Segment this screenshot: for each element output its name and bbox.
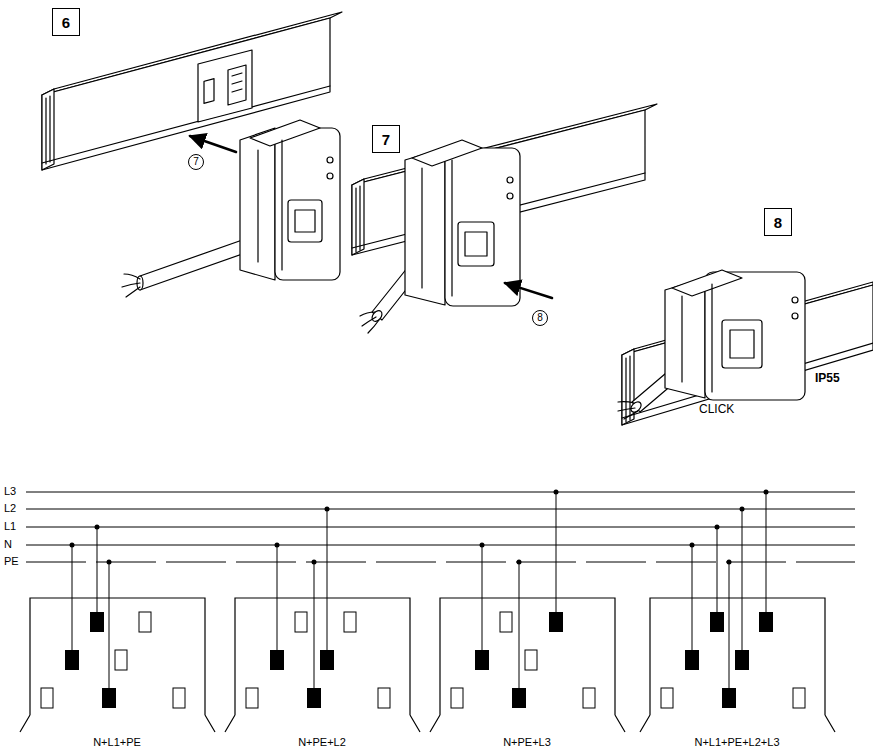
- socket-config: N+PE+L3: [502, 736, 552, 749]
- socket-outline: [20, 598, 835, 732]
- step-number: 6: [62, 15, 70, 30]
- conductor-name: L2: [3, 502, 17, 515]
- connector-adapter: [122, 120, 340, 297]
- conductor-name: N: [3, 538, 13, 551]
- socket-pins: [41, 612, 805, 708]
- connector-adapter: [360, 140, 520, 333]
- protection-rating: IP55: [814, 372, 841, 386]
- callout-circle: 7: [188, 154, 204, 170]
- socket-wires: [72, 492, 766, 688]
- action-note: CLICK: [698, 403, 735, 417]
- callout-number: 8: [537, 313, 543, 323]
- step-number: 7: [382, 132, 390, 147]
- callout-number: 7: [193, 157, 199, 167]
- socket-config: N+PE+L2: [297, 736, 347, 749]
- callout-circle: 8: [532, 310, 548, 326]
- conductor-name: L3: [3, 485, 17, 498]
- conductor-name: PE: [3, 555, 20, 568]
- socket-config: N+L1+PE: [92, 736, 142, 749]
- connector-adapter: [618, 270, 805, 419]
- conductor-name: L1: [3, 520, 17, 533]
- step-number-box: 7: [372, 125, 400, 153]
- push-arrow: [505, 283, 552, 298]
- step-number-box: 8: [764, 208, 792, 236]
- socket-config: N+L1+PE+L2+L3: [693, 736, 780, 749]
- junction-dots: [70, 490, 769, 565]
- insert-arrow: [190, 136, 236, 152]
- bus-lines: [26, 492, 855, 562]
- step-number: 8: [774, 215, 782, 230]
- step-number-box: 6: [52, 8, 80, 36]
